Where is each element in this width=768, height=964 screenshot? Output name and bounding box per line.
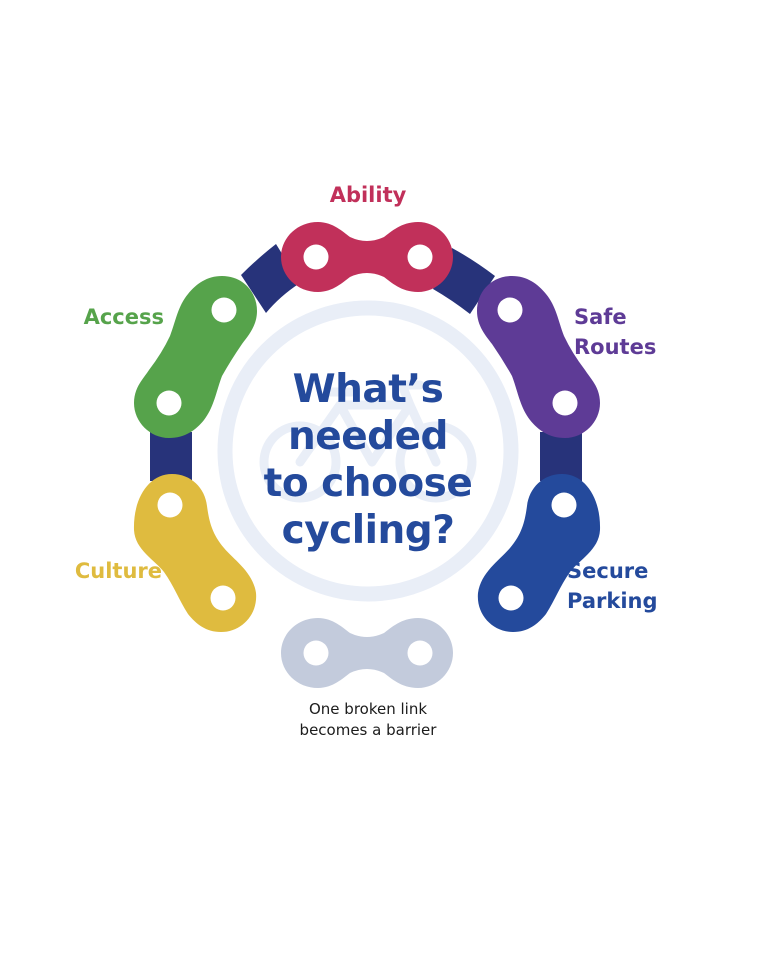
link-access-hole-1	[211, 297, 237, 323]
link-safe-routes-hole-2	[552, 390, 578, 416]
link-ability	[281, 222, 453, 292]
link-ability-hole-2	[407, 244, 433, 270]
label-secure-parking: Secure Parking	[567, 556, 687, 616]
link-access-hole-2	[156, 390, 182, 416]
link-culture-hole-2	[210, 585, 236, 611]
link-ability-hole-1	[303, 244, 329, 270]
label-access: Access	[70, 302, 164, 332]
center-title: What’s needed to choose cycling?	[218, 366, 518, 554]
label-safe-routes-line-2: Routes	[574, 335, 657, 359]
broken-link-hole-2	[407, 640, 433, 666]
broken-link-caption: One broken link becomes a barrier	[238, 699, 498, 741]
connector-access-culture	[150, 432, 192, 481]
label-safe-routes-line-1: Safe	[574, 305, 627, 329]
bicycle-icon	[259, 380, 477, 503]
broken-link-hole-1	[303, 640, 329, 666]
label-secure-parking-line-1: Secure	[567, 559, 649, 583]
center-title-line-1: What’s	[292, 367, 444, 412]
label-access-line-1: Access	[83, 305, 164, 329]
label-ability-line-1: Ability	[329, 183, 407, 207]
broken-link-caption-line-1: One broken link	[308, 700, 428, 718]
link-safe-routes-hole-1	[497, 297, 523, 323]
center-title-line-4: cycling?	[281, 508, 455, 553]
center-title-line-2: needed	[288, 414, 448, 459]
broken-link-caption-line-2: becomes a barrier	[299, 721, 437, 739]
label-safe-routes: Safe Routes	[574, 302, 684, 362]
label-ability: Ability	[322, 180, 414, 210]
link-secure-parking-hole-1	[551, 492, 577, 518]
link-secure-parking-hole-2	[498, 585, 524, 611]
link-culture-hole-1	[157, 492, 183, 518]
label-culture-line-1: Culture	[74, 559, 162, 583]
center-ring	[217, 300, 519, 602]
label-culture: Culture	[60, 556, 162, 586]
center-title-line-3: to choose	[263, 461, 473, 506]
label-secure-parking-line-2: Parking	[567, 589, 658, 613]
broken-link	[281, 618, 453, 688]
connector-safe-routes-secure-parking	[540, 432, 582, 481]
